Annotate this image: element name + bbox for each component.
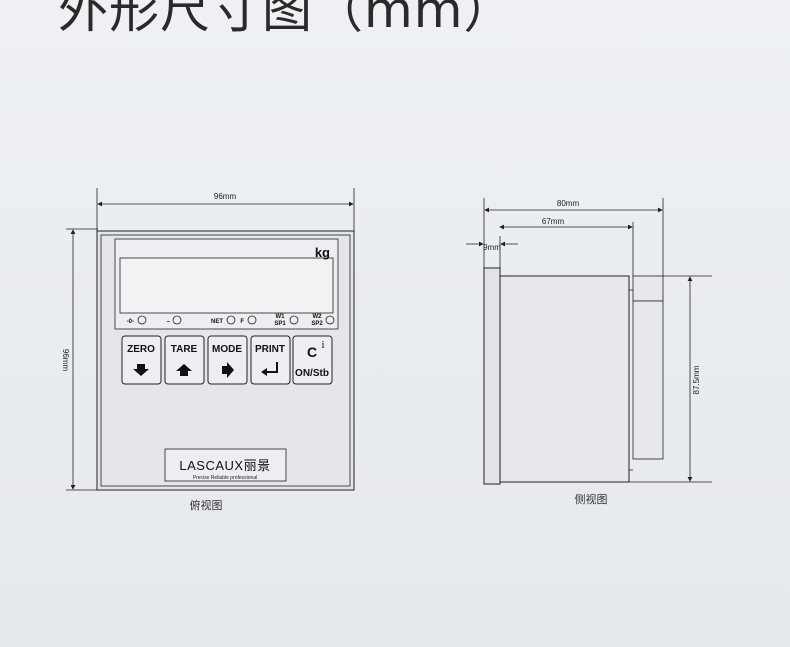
svg-text:ZERO: ZERO bbox=[127, 344, 155, 355]
svg-text:ON/Stb: ON/Stb bbox=[295, 368, 329, 379]
page-heading: 外形尺寸图（mm） bbox=[58, 0, 515, 39]
indicator-row: -0- ~ NET F W1 SP1 W2 SP2 bbox=[127, 314, 335, 327]
side-view: 80mm 67mm 9mm 87.5mm 侧视图 bbox=[466, 198, 712, 506]
zero-key[interactable]: ZERO bbox=[121, 335, 162, 385]
front-width-label: 96mm bbox=[214, 192, 237, 201]
right-arrow-icon bbox=[222, 362, 234, 378]
indicator-stable: ~ bbox=[166, 320, 170, 326]
unit-label: kg bbox=[315, 245, 330, 260]
depth-total-label: 80mm bbox=[557, 199, 580, 208]
tare-key[interactable]: TARE bbox=[164, 335, 205, 385]
svg-text:C: C bbox=[307, 344, 317, 360]
down-arrow-icon bbox=[133, 364, 149, 376]
svg-text:i: i bbox=[321, 339, 324, 351]
svg-text:PRINT: PRINT bbox=[255, 344, 285, 355]
bezel-label: 9mm bbox=[483, 243, 501, 252]
svg-text:MODE: MODE bbox=[212, 344, 242, 355]
mode-key[interactable]: MODE bbox=[207, 335, 248, 385]
brand-plate bbox=[164, 448, 287, 482]
indicator-f: F bbox=[240, 319, 244, 325]
print-key[interactable]: PRINT bbox=[250, 335, 291, 385]
front-view: 96mm 96mm kg -0- ~ NET F W1 SP1 W2 SP2 bbox=[61, 188, 355, 512]
side-view-caption: 侧视图 bbox=[575, 492, 608, 506]
brand-tagline: Precise Reliable professional bbox=[193, 475, 257, 481]
depth-body-label: 67mm bbox=[542, 217, 565, 226]
svg-text:SP1: SP1 bbox=[274, 321, 286, 327]
keypad: ZERO TARE MODE PRINT C bbox=[121, 335, 333, 385]
indicator-w1: W1 bbox=[276, 314, 286, 320]
brand-logo: LASCAUX丽景 bbox=[179, 458, 270, 473]
indicator-net: NET bbox=[211, 319, 223, 325]
indicator-zero: -0- bbox=[127, 319, 134, 325]
front-view-caption: 俯视图 bbox=[190, 498, 223, 512]
side-height-label: 87.5mm bbox=[692, 365, 701, 394]
svg-text:TARE: TARE bbox=[171, 344, 198, 355]
front-height-label: 96mm bbox=[61, 349, 70, 372]
enter-icon bbox=[265, 362, 278, 373]
c-onstb-key[interactable]: C i ON/Stb bbox=[292, 335, 333, 385]
svg-text:SP2: SP2 bbox=[311, 321, 323, 327]
indicator-w2: W2 bbox=[313, 314, 323, 320]
up-arrow-icon bbox=[176, 364, 192, 376]
